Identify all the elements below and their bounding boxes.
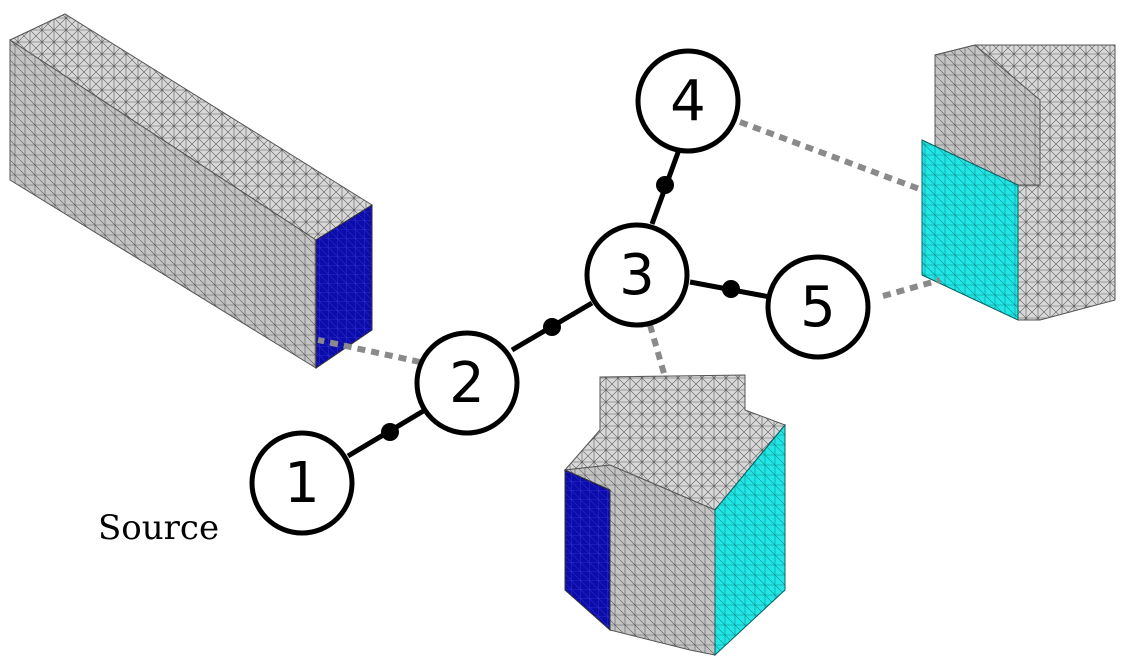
port-face-blue [315, 204, 373, 369]
port-face-blue-junction [564, 469, 611, 632]
node-1: 1 [249, 430, 355, 536]
edge-marker-1-2 [381, 423, 399, 441]
link-3-to-junction [647, 324, 668, 378]
node-3: 3 [584, 222, 690, 328]
dashed-links [317, 119, 941, 378]
edge-marker-3-5 [722, 280, 740, 298]
source-label: Source [98, 508, 219, 548]
node-2-label: 2 [449, 351, 485, 416]
node-5: 5 [765, 254, 871, 360]
port-face-cyan-junction [714, 423, 786, 657]
node-4: 4 [635, 48, 741, 154]
mesh-block-junction [563, 374, 786, 657]
mesh-block-bend [921, 44, 1116, 321]
mesh-block-straight [8, 13, 373, 369]
link-5-to-bend [882, 277, 941, 299]
link-4-to-bend [738, 119, 924, 193]
edge-markers [381, 176, 740, 441]
node-3-label: 3 [619, 243, 655, 308]
edge-marker-2-3 [543, 318, 561, 336]
node-1-label: 1 [284, 451, 320, 516]
node-2: 2 [414, 330, 520, 436]
edge-marker-3-4 [656, 176, 674, 194]
port-face-cyan [921, 139, 1019, 321]
node-5-label: 5 [800, 275, 836, 340]
node-4-label: 4 [670, 69, 706, 134]
link-2-to-straight [317, 337, 421, 365]
